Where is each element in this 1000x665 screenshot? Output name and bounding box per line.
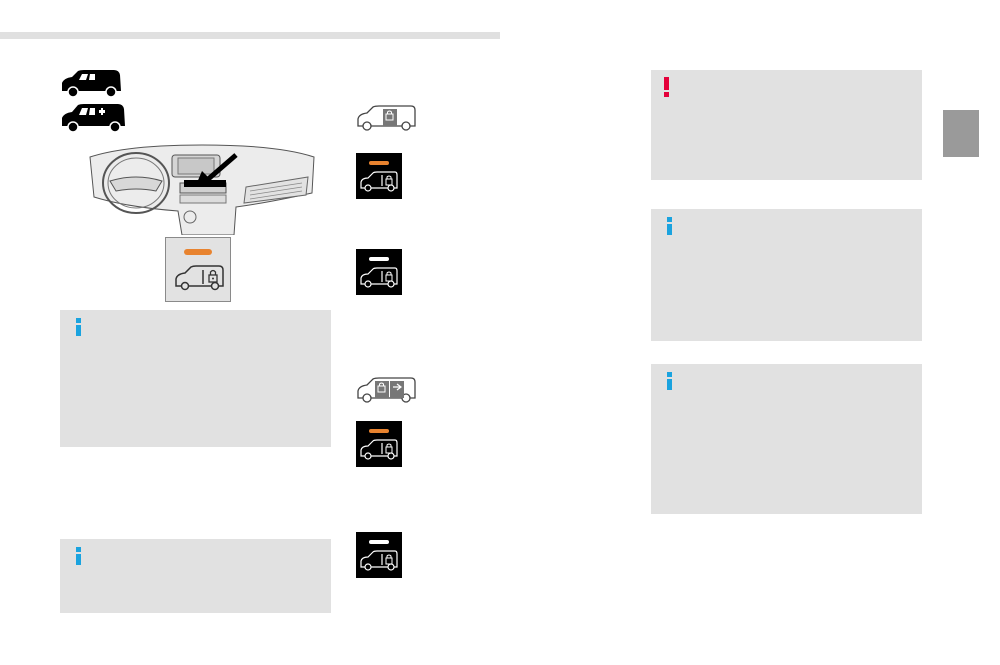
van-double-side-door-icon	[58, 103, 126, 132]
indicator-tile-orange	[356, 421, 402, 467]
info-note-box	[651, 364, 922, 514]
indicator-tile-orange	[356, 153, 402, 199]
info-note-box	[60, 310, 331, 447]
info-icon	[665, 372, 673, 390]
dashboard-illustration	[86, 143, 318, 235]
indicator-tile-white	[356, 249, 402, 295]
lock-button-inset	[165, 237, 231, 302]
info-note-box	[60, 539, 331, 613]
indicator-led-orange	[184, 249, 212, 255]
chapter-tab	[943, 110, 979, 157]
warning-icon	[663, 77, 671, 97]
side-doors-lock-icon	[355, 376, 417, 404]
section-header-bar	[0, 32, 500, 39]
indicator-tile-white	[356, 532, 402, 578]
info-icon	[74, 318, 82, 336]
info-note-box	[651, 209, 922, 341]
warning-note-box	[651, 70, 922, 180]
van-side-door-icon	[58, 69, 122, 97]
info-icon	[665, 217, 673, 235]
rear-door-lock-icon	[355, 104, 417, 132]
sliding-door-lock-button-icon	[173, 264, 225, 292]
info-icon	[74, 547, 82, 565]
